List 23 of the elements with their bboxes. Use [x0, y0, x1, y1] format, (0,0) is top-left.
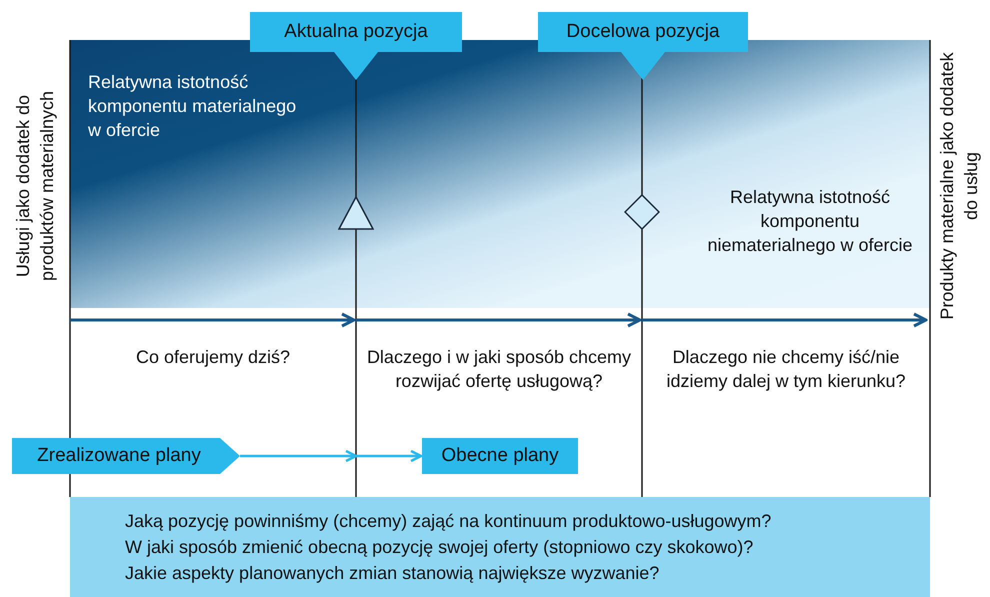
- question-text: W jaki sposób zmienić obecną pozycję swojej oferty (stopniowo czy skokowo)?: [125, 536, 754, 559]
- gradient-band: [70, 40, 930, 308]
- band-text: Relatywna istotność komponentu niematerialnego w ofercie: [706, 186, 914, 257]
- callout-text: Aktualna pozycja: [283, 20, 429, 44]
- question-label: Dlaczego nie chcemy iść/nie idziemy dalej w tym kierunku?: [665, 346, 907, 393]
- side-label: Usługi jako dodatek do produktów materialnych: [12, 90, 58, 284]
- callout-box: [538, 12, 748, 80]
- question-text: Jaką pozycję powinniśmy (chcemy) zająć na kontinuum produktowo-usługowym?: [125, 510, 772, 533]
- plan-box: [422, 438, 578, 474]
- question-label: Dlaczego i w jaki sposób chcemy rozwijać ofertę usługową?: [366, 346, 632, 393]
- band-text: Relatywna istotność komponentu materialnego w ofercie: [88, 71, 298, 142]
- question-label: Co oferujemy dziś?: [134, 346, 292, 369]
- triangle-marker: [338, 196, 374, 230]
- arrow: [240, 450, 422, 462]
- callout-box: [250, 12, 462, 80]
- question-text: Jakie aspekty planowanych zmian stanowią największe wyzwanie?: [125, 562, 660, 585]
- plan-arrow-box: [12, 438, 240, 474]
- plan-text: Obecne plany: [440, 444, 560, 468]
- plan-text: Zrealizowane plany: [36, 444, 202, 468]
- diamond-marker: [624, 194, 660, 230]
- side-label: Produkty materialne jako dodatek do usług: [936, 51, 982, 321]
- question-panel: [70, 497, 930, 597]
- callout-text: Docelowa pozycja: [565, 20, 721, 44]
